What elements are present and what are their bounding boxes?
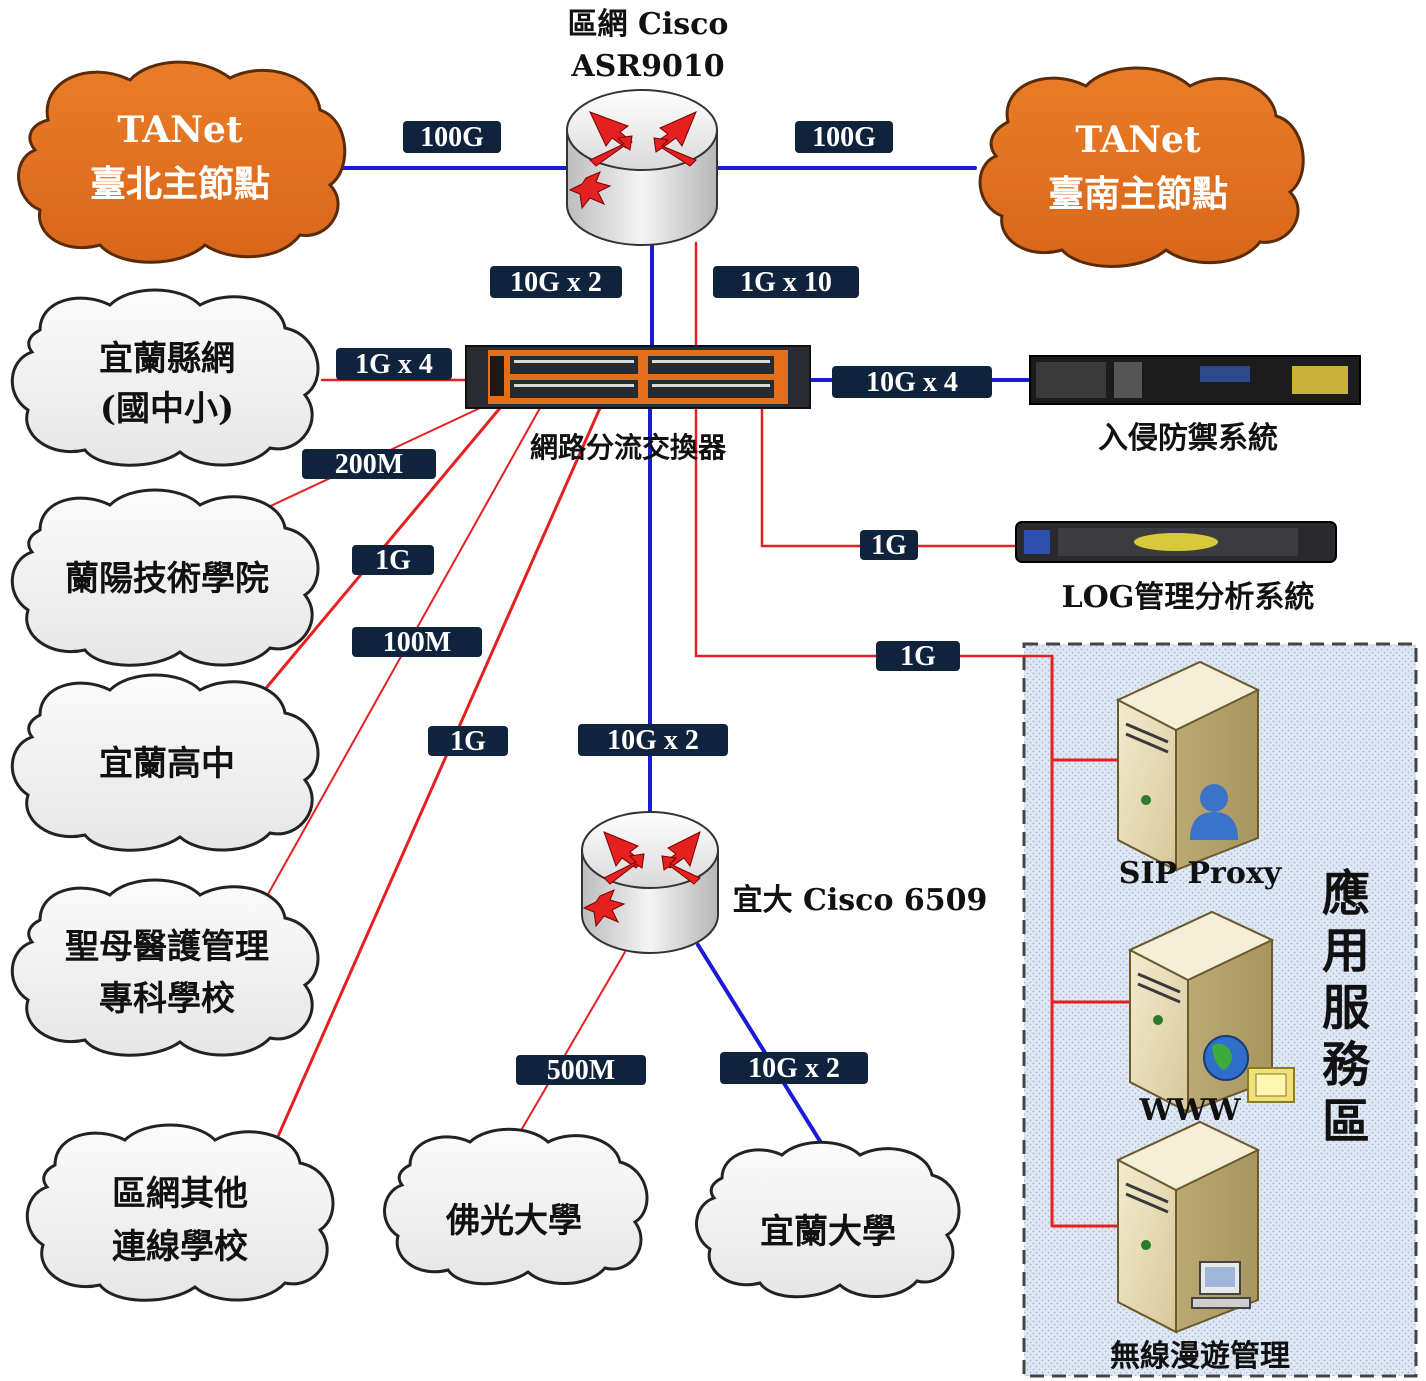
www-label: WWW <box>1138 1093 1241 1128</box>
ips-label: 入侵防禦系統 <box>1098 421 1278 456</box>
cloud-st-mary: 聖母醫護管理 專科學校 <box>10 878 320 1057</box>
badge-log-text: 1G <box>871 530 907 561</box>
link-other-schools <box>270 406 602 1152</box>
badge-core-switch-blue: 10G x 2 <box>490 266 622 298</box>
badge-ips-text: 10G x 4 <box>866 367 958 398</box>
cloud-fgu: 佛光大學 <box>383 1127 649 1286</box>
cloud-yilan-county: 宜蘭縣網 (國中小) <box>10 288 320 467</box>
yilan-county-line1: 宜蘭縣網 <box>99 339 235 379</box>
badge-core-switch-red-text: 1G x 10 <box>740 267 832 298</box>
ips-appliance: 入侵防禦系統 <box>1029 355 1361 456</box>
sip-proxy-label: SIP Proxy <box>1119 856 1283 891</box>
badge-taipei-text: 100G <box>420 122 484 153</box>
niu-label: 宜蘭大學 <box>760 1212 896 1252</box>
tanet-tainan-line1: TANet <box>1075 119 1201 161</box>
service-zone-title-char-3: 務 <box>1322 1037 1371 1093</box>
badge-lanyang: 200M <box>302 449 436 480</box>
distribution-switch-label: 網路分流交換器 <box>530 431 727 464</box>
badge-niu-router: 10G x 2 <box>578 724 728 756</box>
badge-fgu-text: 500M <box>547 1055 615 1086</box>
yilan-county-line2: (國中小) <box>100 389 234 429</box>
badge-yilan-high-text: 1G <box>375 545 411 576</box>
badge-county: 1G x 4 <box>336 348 452 380</box>
badge-niu-text: 10G x 2 <box>748 1053 840 1084</box>
yilan-high-label: 宜蘭高中 <box>99 744 235 784</box>
service-zone-title-char-2: 服 <box>1322 980 1370 1036</box>
link-niu <box>696 943 830 1156</box>
badge-core-switch-red: 1G x 10 <box>713 266 859 298</box>
badge-services: 1G <box>876 641 960 672</box>
link-log <box>760 406 1024 548</box>
badge-st-mary-text: 100M <box>383 627 451 658</box>
links <box>260 166 1134 1228</box>
tanet-taipei-line1: TANet <box>117 109 243 151</box>
st-mary-line2: 專科學校 <box>99 979 235 1019</box>
badge-log: 1G <box>860 530 918 561</box>
badge-services-text: 1G <box>900 641 936 672</box>
other-schools-line2: 連線學校 <box>112 1227 248 1267</box>
core-router-line2: ASR9010 <box>570 49 724 84</box>
other-schools-line1: 區網其他 <box>112 1174 248 1214</box>
badge-fgu: 500M <box>516 1055 646 1086</box>
server-www: WWW <box>1127 910 1295 1128</box>
core-router-line1: 區網 Cisco <box>568 7 729 42</box>
service-zone-title-char-1: 用 <box>1322 923 1370 979</box>
cloud-niu: 宜蘭大學 <box>695 1140 961 1299</box>
fgu-label: 佛光大學 <box>445 1201 582 1241</box>
log-label: LOG管理分析系統 <box>1062 580 1315 615</box>
service-zone-title: 應 用 服 務 區 <box>1322 866 1371 1150</box>
service-zone-title-char-0: 應 <box>1322 866 1370 922</box>
cloud-lanyang: 蘭陽技術學院 <box>10 488 320 667</box>
badge-st-mary: 100M <box>352 627 482 658</box>
cloud-other-schools: 區網其他 連線學校 <box>25 1123 335 1302</box>
badge-niu-router-text: 10G x 2 <box>607 725 699 756</box>
badge-other-schools: 1G <box>428 726 508 757</box>
niu-router-label: 宜大 Cisco 6509 <box>733 883 988 918</box>
wireless-roaming-label: 無線漫遊管理 <box>1110 1339 1290 1374</box>
badge-core-switch-blue-text: 10G x 2 <box>510 267 602 298</box>
tanet-tainan-line2: 臺南主節點 <box>1048 173 1228 215</box>
badge-tainan: 100G <box>795 121 893 153</box>
log-appliance: LOG管理分析系統 <box>1015 521 1337 615</box>
st-mary-line1: 聖母醫護管理 <box>65 927 269 967</box>
distribution-switch: 網路分流交換器 <box>465 345 811 464</box>
niu-router: 宜大 Cisco 6509 <box>581 811 988 954</box>
badge-other-schools-text: 1G <box>450 726 486 757</box>
badge-taipei: 100G <box>403 121 501 153</box>
core-router: 區網 Cisco ASR9010 <box>566 7 729 246</box>
cloud-yilan-high: 宜蘭高中 <box>10 673 320 852</box>
cloud-tanet-tainan: TANet 臺南主節點 <box>978 66 1305 268</box>
server-wireless-roaming: 無線漫遊管理 <box>1110 1120 1290 1374</box>
badge-yilan-high: 1G <box>352 545 434 576</box>
lanyang-label: 蘭陽技術學院 <box>65 559 269 599</box>
server-sip-proxy: SIP Proxy <box>1115 660 1283 891</box>
badge-lanyang-text: 200M <box>335 449 403 480</box>
tanet-taipei-line2: 臺北主節點 <box>90 163 270 205</box>
badge-tainan-text: 100G <box>812 122 876 153</box>
cloud-tanet-taipei: TANet 臺北主節點 <box>17 60 347 264</box>
bandwidth-badges: 100G 100G 10G x 2 1G x 10 1G x 4 10G x 4… <box>302 121 992 1086</box>
link-fgu <box>511 951 626 1147</box>
badge-niu: 10G x 2 <box>720 1052 868 1084</box>
service-zone-title-char-4: 區 <box>1322 1094 1370 1150</box>
badge-county-text: 1G x 4 <box>355 349 433 380</box>
badge-ips: 10G x 4 <box>832 366 992 398</box>
